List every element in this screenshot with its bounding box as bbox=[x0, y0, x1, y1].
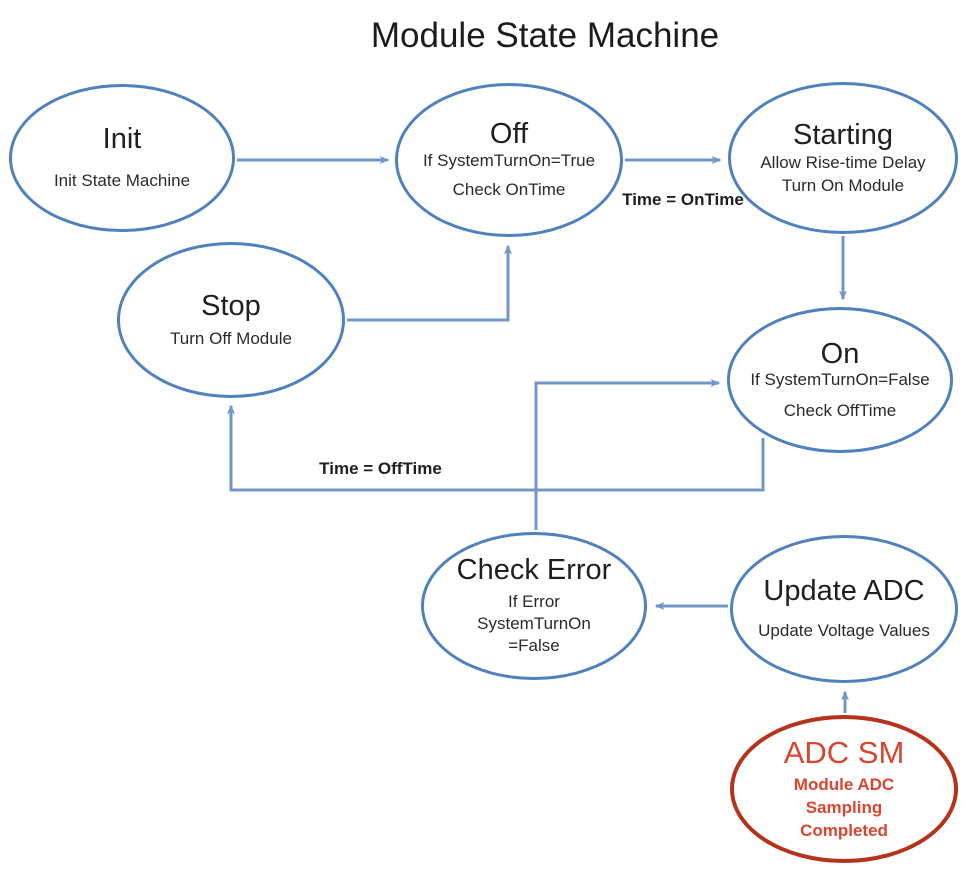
edge-on-to-stop bbox=[227, 404, 765, 492]
state-check-error-line: If Error bbox=[508, 591, 560, 611]
state-starting-line: Allow Rise-time Delay bbox=[760, 153, 926, 173]
state-off-line: If SystemTurnOn=True bbox=[422, 150, 596, 170]
state-adc-sm-line: Sampling bbox=[805, 798, 883, 818]
state-starting-line: Turn On Module bbox=[781, 175, 905, 195]
state-stop-title: Stop bbox=[201, 289, 261, 322]
state-init-line: Init State Machine bbox=[53, 171, 191, 191]
state-update-adc-line: Update Voltage Values bbox=[758, 621, 930, 641]
state-adc-sm-line: Completed bbox=[800, 821, 888, 841]
state-update-adc-title: Update ADC bbox=[763, 575, 925, 608]
state-starting-title: Starting bbox=[793, 118, 893, 151]
state-on-line: Check OffTime bbox=[783, 400, 897, 420]
state-stop-line: Turn Off Module bbox=[170, 328, 292, 348]
state-off-line: Check OnTime bbox=[452, 180, 566, 200]
state-update-adc: Update ADC Update Voltage Values bbox=[730, 535, 958, 683]
state-on-title: On bbox=[820, 337, 860, 370]
edge-check-error-to-on bbox=[534, 379, 721, 530]
edge-label-on-time: Time = OnTime bbox=[622, 190, 744, 209]
edge-label-off-time: Time = OffTime bbox=[319, 459, 442, 478]
state-on-line: If SystemTurnOn=False bbox=[750, 370, 930, 390]
state-adc-sm: ADC SM Module ADC Sampling Completed bbox=[730, 715, 958, 863]
diagram-title: Module State Machine bbox=[370, 16, 720, 55]
state-init: Init Init State Machine bbox=[9, 84, 235, 232]
state-check-error-title: Check Error bbox=[456, 554, 612, 587]
state-off-title: Off bbox=[489, 118, 529, 151]
state-adc-sm-title: ADC SM bbox=[783, 735, 905, 771]
state-init-title: Init bbox=[102, 123, 142, 156]
state-check-error-line: SystemTurnOn bbox=[477, 613, 591, 633]
state-stop: Stop Turn Off Module bbox=[117, 242, 345, 398]
state-starting: Starting Allow Rise-time Delay Turn On M… bbox=[728, 82, 958, 234]
state-off: Off If SystemTurnOn=True Check OnTime bbox=[395, 83, 623, 237]
state-on: On If SystemTurnOn=False Check OffTime bbox=[727, 307, 953, 453]
state-check-error: Check Error If Error SystemTurnOn =False bbox=[421, 532, 647, 680]
state-adc-sm-line: Module ADC bbox=[793, 774, 895, 794]
edge-stop-to-off bbox=[347, 244, 512, 322]
state-check-error-line: =False bbox=[508, 636, 560, 656]
